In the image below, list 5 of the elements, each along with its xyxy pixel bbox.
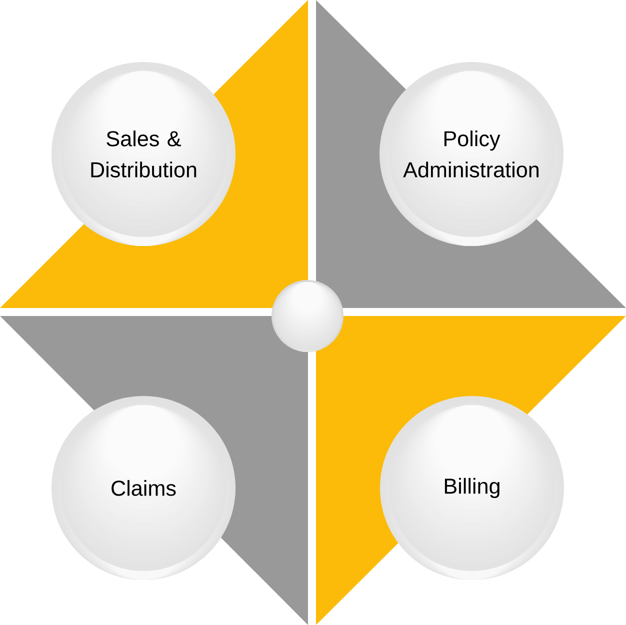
circle-label: Policy Administration (403, 130, 538, 178)
circle (272, 280, 344, 352)
circle-label: Sales & Distribution (91, 130, 196, 178)
circle-label: Billing (444, 478, 500, 498)
circle-label: Claims (112, 480, 176, 496)
